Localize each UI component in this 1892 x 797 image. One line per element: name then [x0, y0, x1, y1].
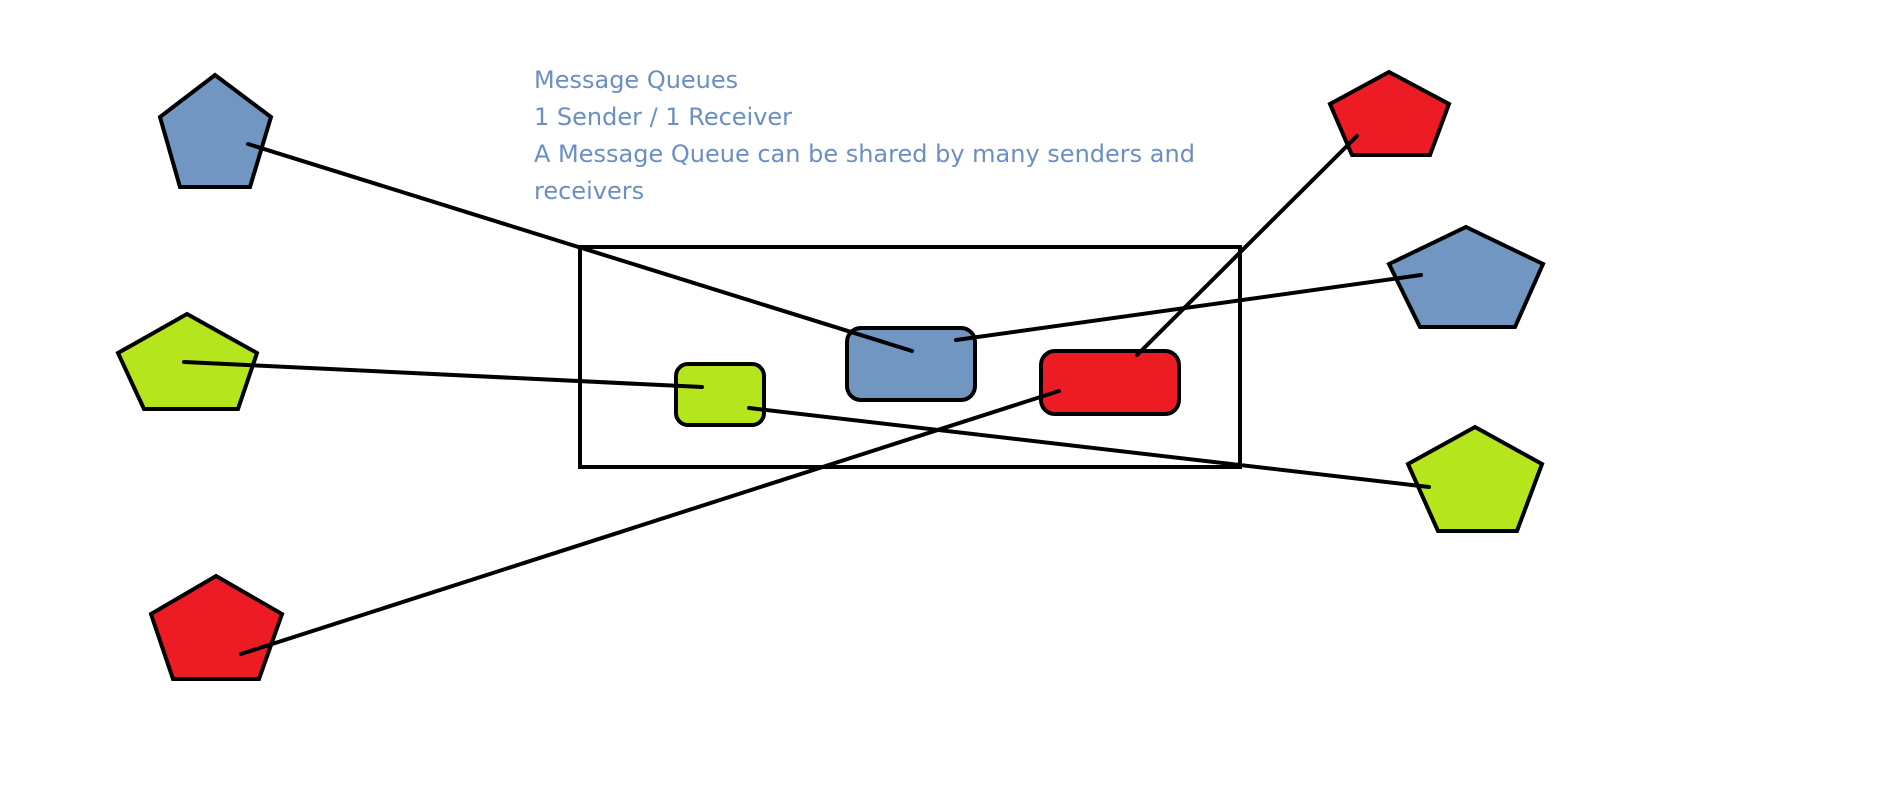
queue-container-box: [578, 245, 1242, 469]
queue-green: [674, 362, 766, 427]
annotation-subtitle: 1 Sender / 1 Receiver: [534, 103, 793, 131]
annotation-text: Message Queues 1 Sender / 1 Receiver A M…: [534, 62, 1254, 210]
link-blue-left-to-queue: [246, 142, 914, 353]
link-red-right-to-queue: [1135, 134, 1359, 357]
annotation-title: Message Queues: [534, 66, 739, 94]
process-blue-right: [1386, 224, 1546, 329]
link-green-left-to-queue: [182, 360, 704, 389]
link-green-right-to-queue: [747, 406, 1431, 489]
annotation-description: A Message Queue can be shared by many se…: [534, 140, 1195, 205]
queue-red: [1039, 349, 1181, 416]
process-green-right: [1405, 424, 1545, 533]
queue-blue: [845, 326, 977, 402]
process-red-left: [148, 573, 285, 681]
link-red-left-to-queue: [239, 389, 1061, 656]
link-blue-right-to-queue: [954, 273, 1423, 342]
process-blue-left: [157, 72, 274, 189]
process-red-right: [1327, 69, 1452, 157]
